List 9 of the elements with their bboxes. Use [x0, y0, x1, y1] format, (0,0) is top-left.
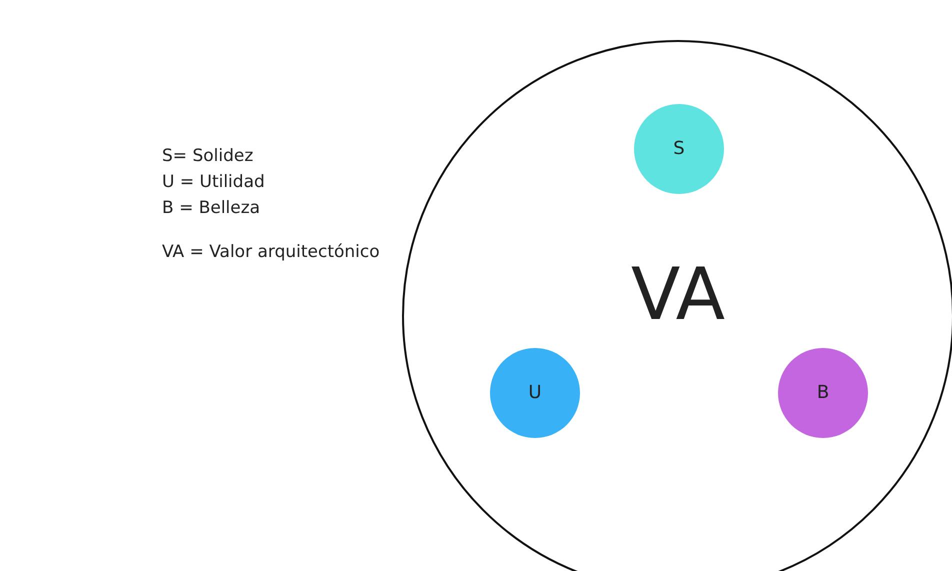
outer-circle — [402, 40, 952, 571]
legend-text: U = Utilidad — [162, 172, 265, 192]
circle-letter: U — [528, 384, 542, 402]
legend-text: VA = Valor arquitectónico — [162, 242, 380, 262]
legend-text: B = Belleza — [162, 198, 260, 218]
circle-letter: B — [816, 384, 830, 402]
center-label: VA — [631, 258, 725, 330]
circle-letter: S — [673, 140, 685, 158]
legend-text: S= Solidez — [162, 146, 254, 166]
